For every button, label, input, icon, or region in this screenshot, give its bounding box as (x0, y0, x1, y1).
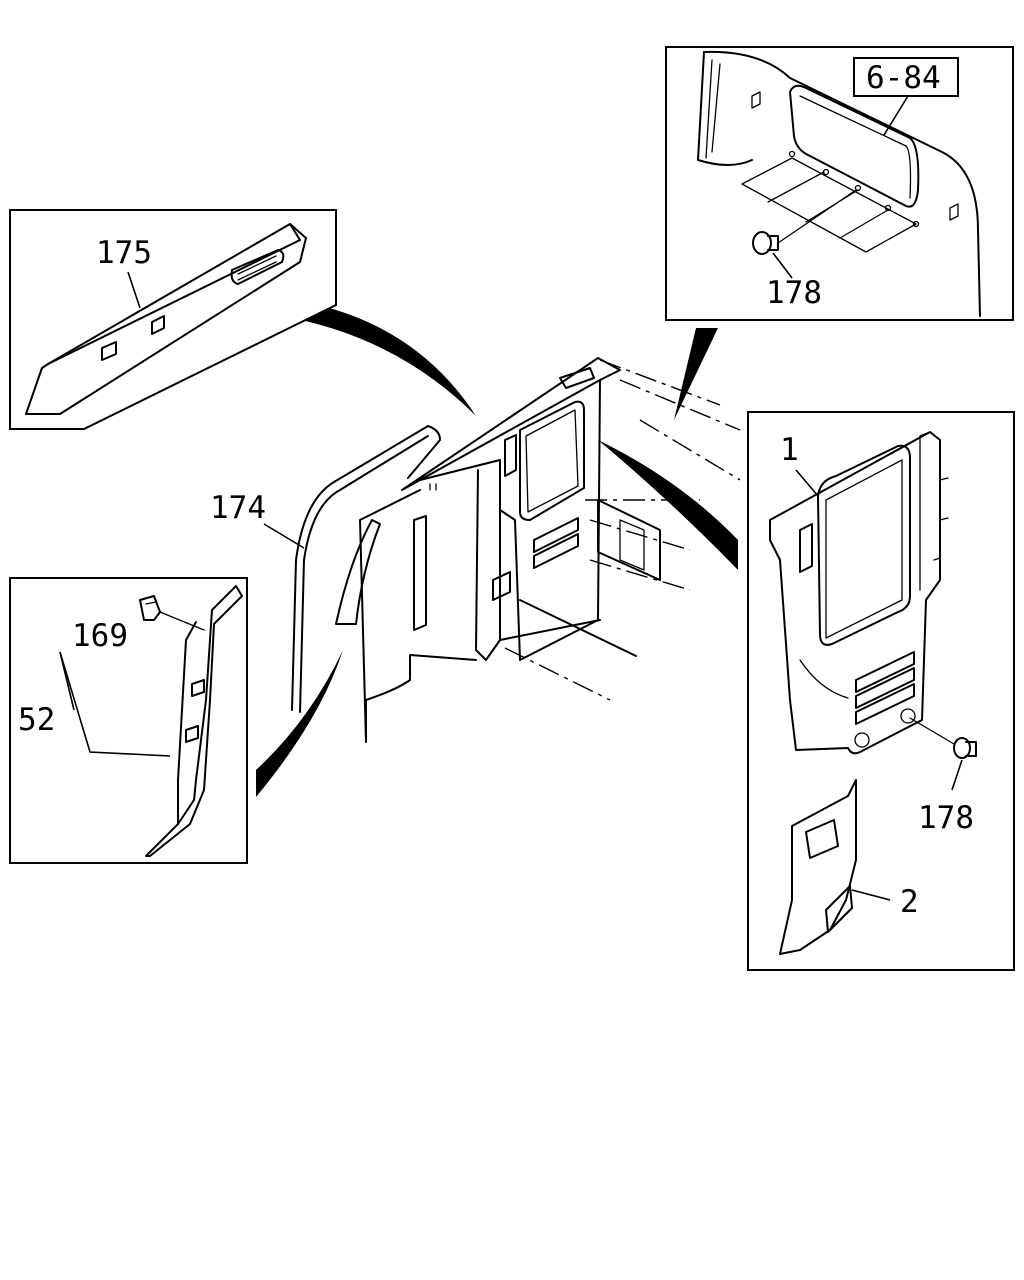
clip-169-icon (139, 595, 205, 631)
detail-box-rear-panel: 6-84 178 (665, 46, 1014, 321)
ref-6-84-box (853, 57, 959, 97)
connector-52-wedge (256, 650, 343, 797)
connector-175-wedge (292, 305, 476, 416)
connector-right-detail-wedge (598, 440, 738, 570)
label-178-top: 178 (766, 275, 822, 311)
detail-box-175: 175 (9, 209, 337, 430)
clip-178-top-icon (752, 189, 857, 255)
label-169: 169 (72, 618, 128, 654)
detail-box-52: 169 52 (9, 577, 248, 864)
label-2: 2 (900, 884, 919, 920)
detail-box-rear-trim: 1 178 2 (747, 411, 1015, 971)
label-174: 174 (210, 490, 266, 526)
label-1: 1 (780, 432, 799, 468)
label-178-right: 178 (918, 800, 974, 836)
ref-6-84-label: 6-84 (866, 60, 941, 96)
label-52: 52 (18, 702, 55, 738)
label-175: 175 (96, 235, 152, 271)
clip-178-right-icon (909, 717, 977, 759)
cab-interior-main-view (291, 357, 741, 743)
connector-top-detail-wedge (674, 328, 718, 420)
